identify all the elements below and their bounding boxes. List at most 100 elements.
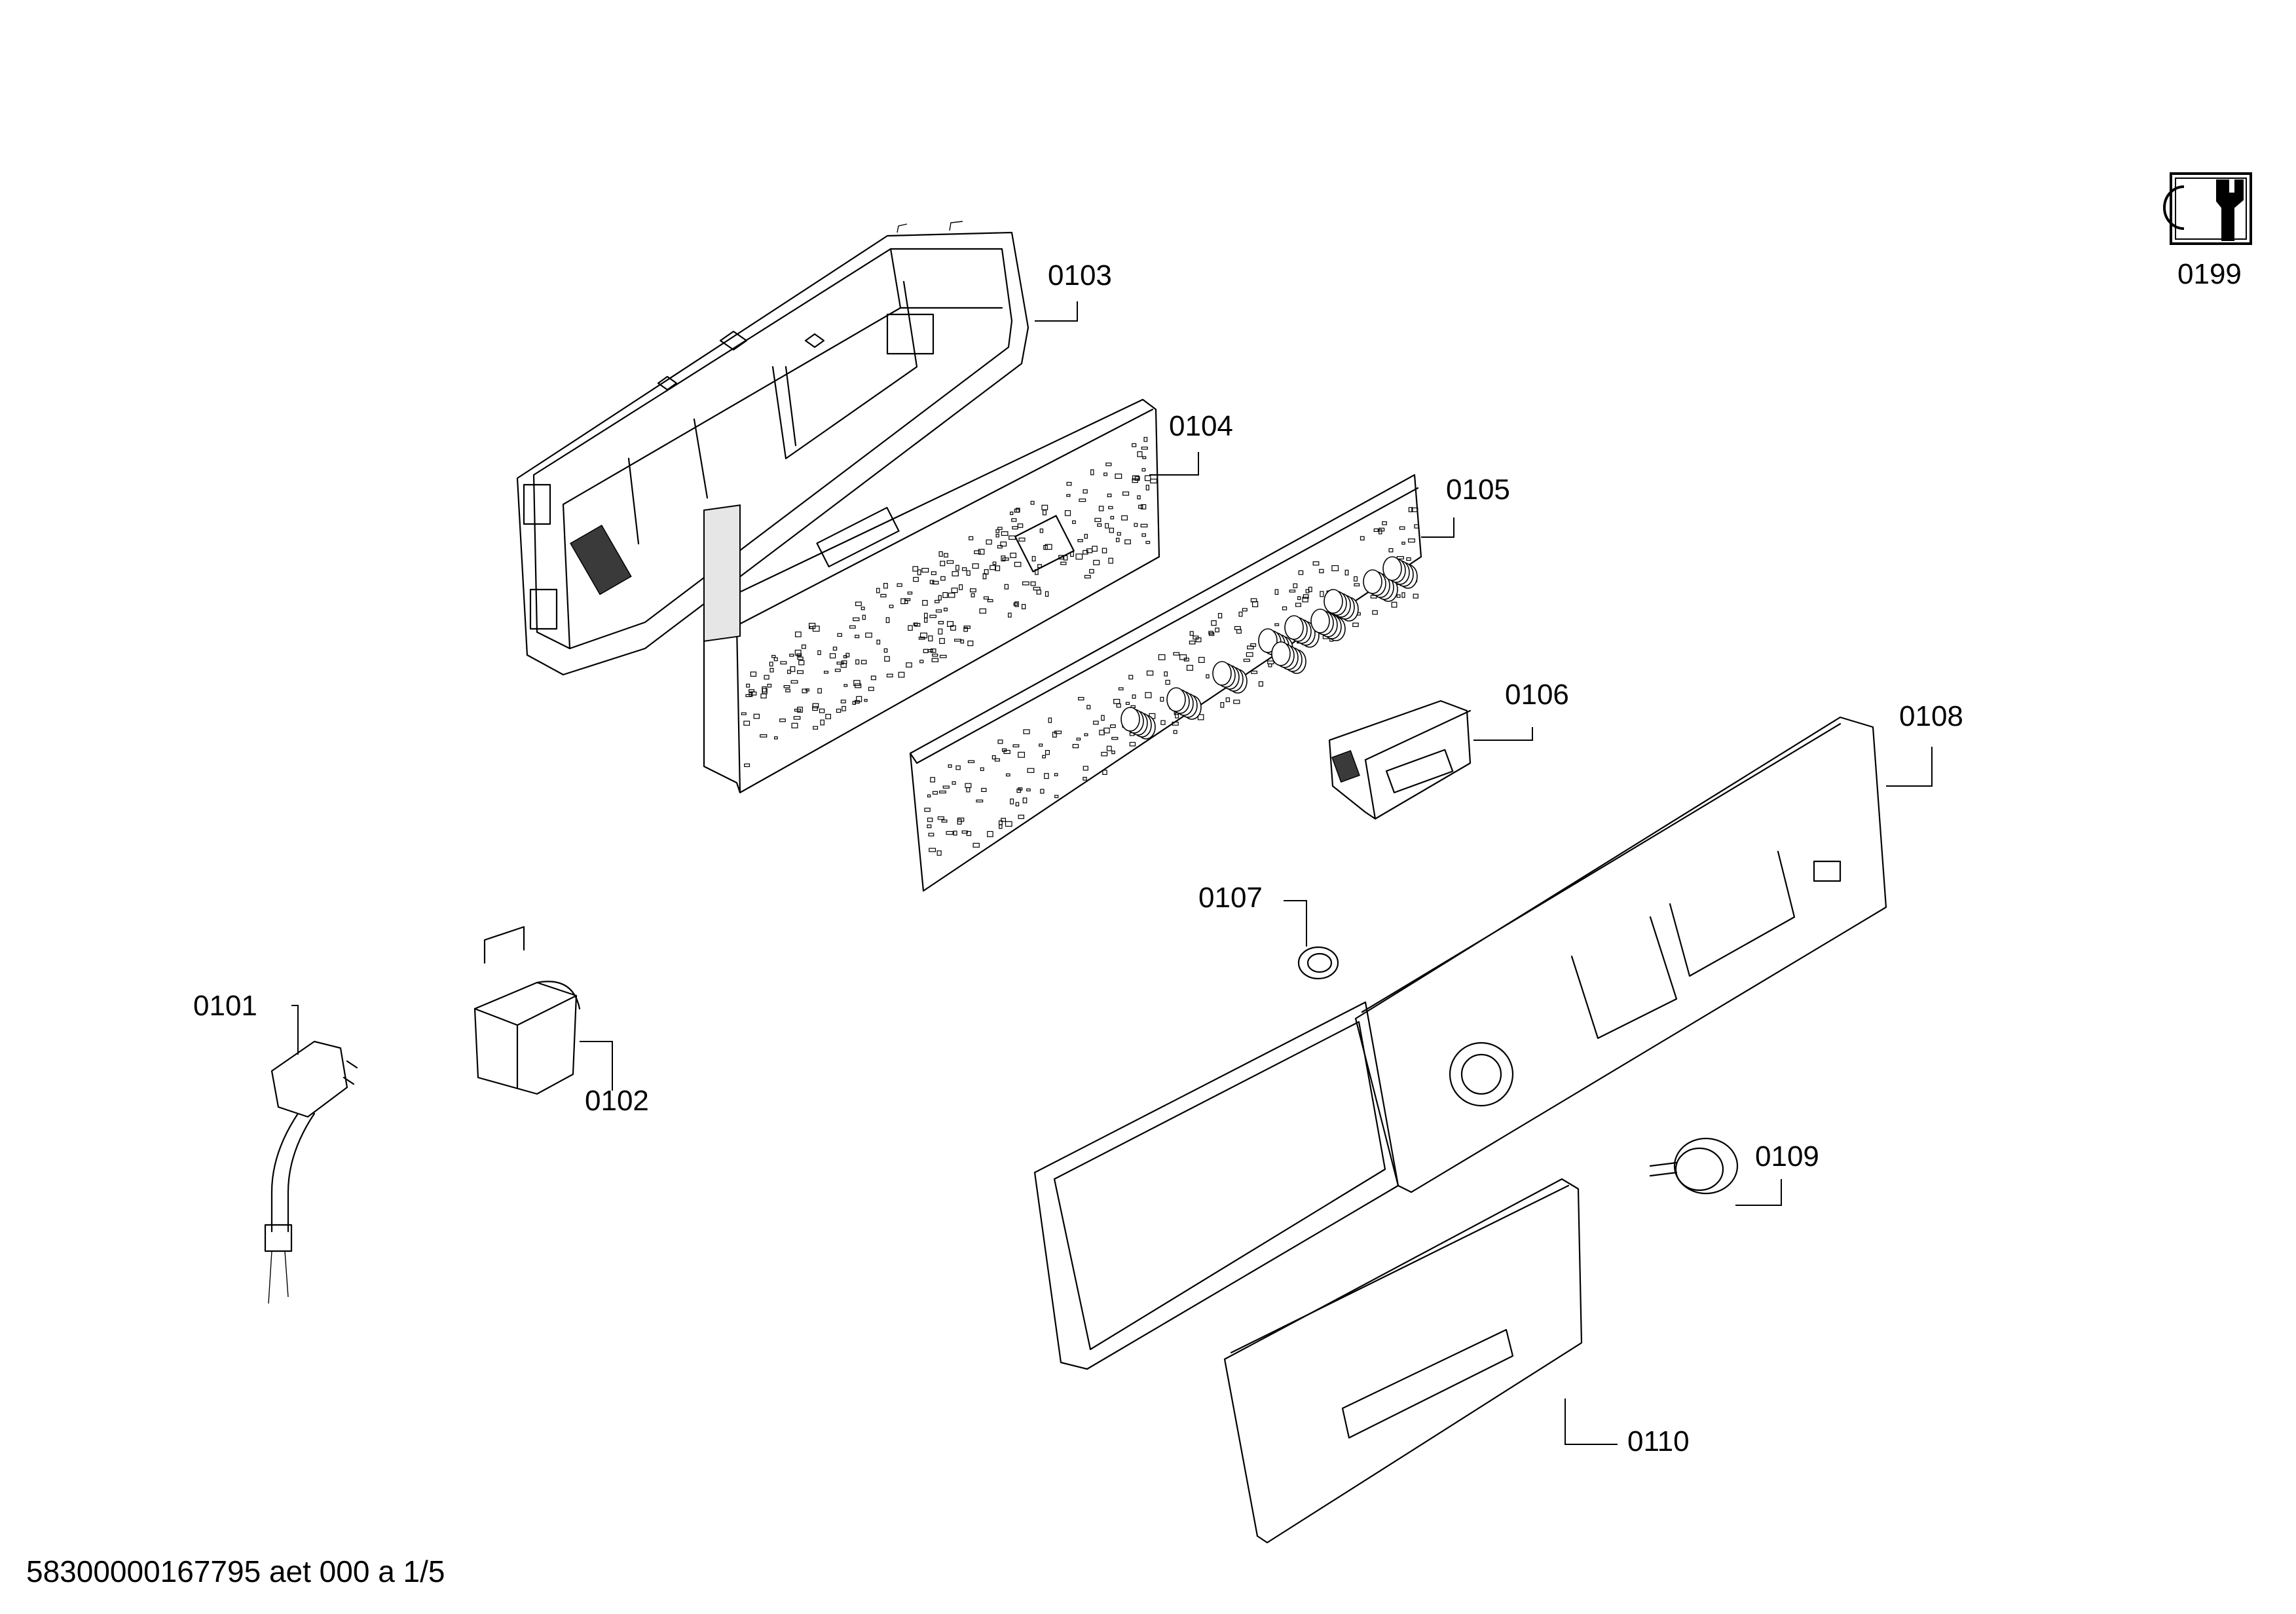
pcb-component bbox=[979, 608, 986, 614]
pcb-component bbox=[1072, 743, 1079, 749]
pcb-component bbox=[750, 691, 757, 696]
pcb-component bbox=[817, 688, 822, 694]
pcb-component bbox=[1379, 527, 1385, 532]
pcb-component bbox=[769, 667, 774, 673]
pcb-component bbox=[1411, 507, 1418, 512]
pcb-component bbox=[870, 675, 876, 681]
pcb-component bbox=[929, 580, 935, 584]
pcb-component bbox=[931, 571, 936, 575]
pcb-component bbox=[1406, 557, 1411, 561]
part-label-0103: 0103 bbox=[1048, 259, 1112, 291]
pcb-component bbox=[1121, 515, 1128, 521]
display-module-drawing bbox=[1328, 700, 1472, 820]
pcb-component bbox=[1101, 751, 1108, 757]
pcb-component bbox=[1414, 524, 1420, 529]
pcb-component bbox=[1141, 504, 1147, 510]
pcb-component bbox=[773, 736, 778, 740]
pcb-component bbox=[1293, 583, 1298, 588]
pcb-component bbox=[832, 647, 838, 651]
pcb-component bbox=[908, 625, 913, 631]
pcb-component bbox=[1054, 795, 1059, 798]
pcb-component bbox=[886, 673, 893, 678]
pcb-component bbox=[1011, 518, 1017, 522]
pcb-component bbox=[1372, 610, 1378, 615]
pcb-component bbox=[1106, 745, 1112, 751]
pcb-component bbox=[771, 654, 776, 658]
pcb-component bbox=[746, 683, 750, 688]
pcb-component bbox=[1115, 473, 1122, 479]
pcb-component bbox=[1098, 506, 1104, 512]
pcb-component bbox=[1150, 478, 1157, 483]
pcb-component bbox=[1132, 478, 1138, 483]
pcb-component bbox=[900, 598, 906, 605]
pcb-component bbox=[1189, 631, 1194, 636]
pcb-component bbox=[1037, 564, 1042, 569]
pcb-component bbox=[1320, 591, 1324, 597]
pcb-component bbox=[904, 598, 911, 601]
pcb-component bbox=[1160, 696, 1164, 702]
pcb-component bbox=[823, 671, 829, 674]
pcb-component bbox=[935, 599, 940, 603]
pcb-component bbox=[940, 561, 946, 567]
pcb-component bbox=[1396, 594, 1401, 598]
pcb-component bbox=[1132, 443, 1137, 447]
pcb-component bbox=[1128, 675, 1134, 680]
pcb-component bbox=[1045, 591, 1049, 597]
pcb-component bbox=[1138, 504, 1143, 509]
pcb-component bbox=[750, 671, 757, 677]
pcb-component bbox=[1158, 654, 1166, 660]
pcb-component bbox=[1042, 510, 1046, 516]
pcb-component bbox=[876, 588, 880, 593]
pcb-component bbox=[1006, 773, 1010, 777]
pcb-component bbox=[1103, 472, 1107, 476]
pcb-component bbox=[1399, 526, 1405, 530]
pcb-component bbox=[861, 607, 865, 610]
pcb-component bbox=[1001, 531, 1009, 536]
pcb-component bbox=[919, 660, 924, 664]
pcb-component bbox=[1084, 733, 1088, 736]
pcb-component bbox=[885, 617, 890, 624]
pcb-component bbox=[927, 817, 933, 822]
pcb-component bbox=[1115, 537, 1120, 542]
pcb-component bbox=[862, 614, 866, 620]
pcb-component bbox=[793, 716, 801, 720]
pcb-component bbox=[1086, 548, 1093, 554]
pcb-component bbox=[1305, 589, 1310, 593]
pcb-component bbox=[889, 605, 894, 609]
pcb-component bbox=[1137, 451, 1143, 457]
pcb-component bbox=[1344, 569, 1349, 576]
pcb-component bbox=[797, 656, 804, 660]
pcb-component bbox=[947, 621, 954, 627]
pcb-component bbox=[1054, 773, 1058, 777]
pcb-component bbox=[1014, 508, 1020, 513]
pcb-component bbox=[1302, 597, 1308, 603]
leader-lines bbox=[291, 301, 1933, 1445]
pcb-component bbox=[1233, 700, 1240, 704]
pcb-component bbox=[829, 653, 836, 659]
part-label-0105: 0105 bbox=[1446, 474, 1510, 506]
pcb-component bbox=[1396, 555, 1404, 559]
pcb-component bbox=[965, 783, 972, 788]
pcb-component bbox=[855, 635, 860, 639]
pcb-component bbox=[948, 764, 952, 768]
pcb-component bbox=[946, 831, 954, 835]
pcb-component bbox=[1035, 569, 1039, 575]
pcb-component bbox=[961, 567, 967, 571]
pcb-component bbox=[834, 668, 841, 672]
pcb-component bbox=[969, 536, 974, 540]
pcb-component bbox=[868, 686, 874, 691]
pcb-component bbox=[1084, 534, 1088, 539]
part-label-0106: 0106 bbox=[1505, 679, 1569, 711]
pcb-component bbox=[1108, 506, 1113, 510]
pcb-component bbox=[1078, 696, 1084, 701]
pcb-component bbox=[1173, 730, 1177, 734]
pcb-component bbox=[952, 781, 956, 785]
pcb-component bbox=[1186, 665, 1193, 671]
pcb-component bbox=[1124, 539, 1131, 544]
pcb-component bbox=[762, 686, 767, 693]
pcb-component bbox=[1274, 623, 1280, 626]
pcb-component bbox=[1083, 489, 1088, 494]
pcb-component bbox=[930, 777, 936, 783]
pcb-component bbox=[1189, 640, 1196, 645]
fascia-panel-drawing bbox=[1033, 716, 1887, 1370]
